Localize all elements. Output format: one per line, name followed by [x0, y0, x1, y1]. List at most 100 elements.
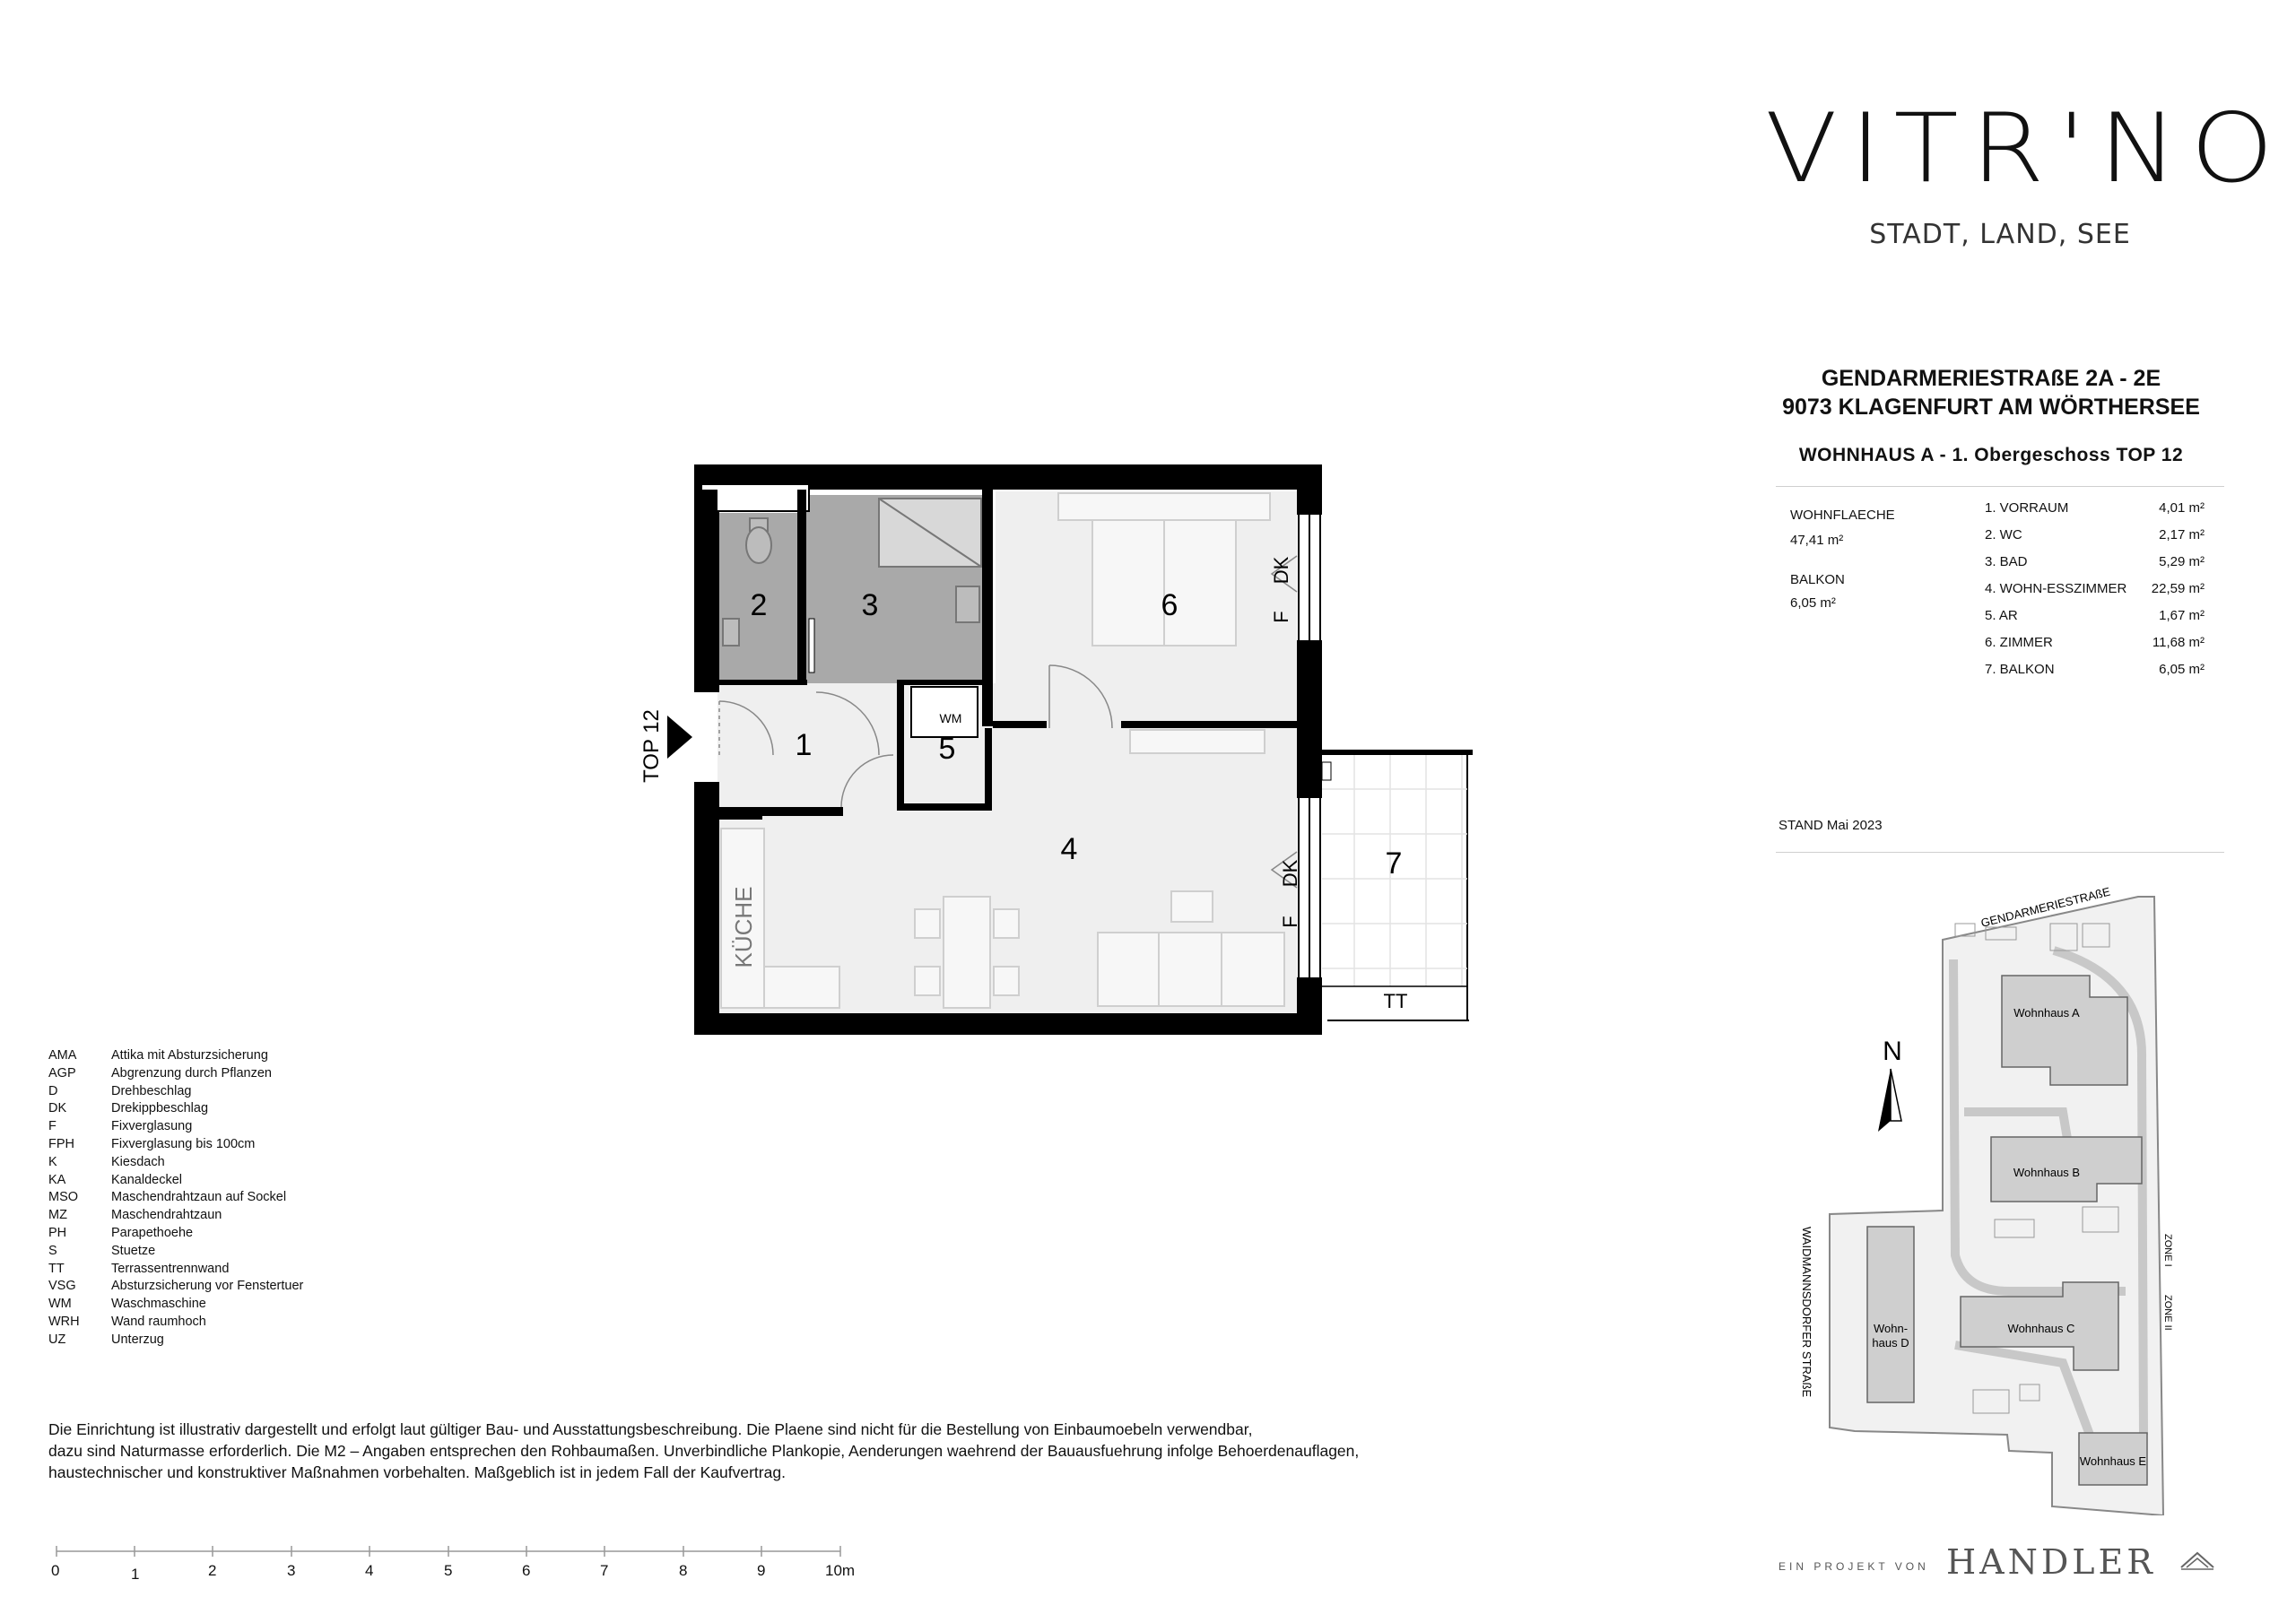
chair — [993, 908, 1020, 939]
scale-label: 8 — [679, 1562, 688, 1579]
room-name: 1. VORRAUM — [1985, 500, 2069, 516]
ar-door-swing — [840, 754, 894, 808]
chair — [914, 966, 941, 996]
house-label: haus D — [1872, 1336, 1909, 1350]
dining-table — [943, 896, 991, 1009]
room-number: 6 — [1161, 588, 1178, 622]
address-line-1: GENDARMERIESTRAßE 2A - 2E — [1821, 366, 2161, 391]
dk-label: DK — [1270, 556, 1292, 584]
room-area: 11,68 m² — [2152, 635, 2205, 650]
north-arrow-icon — [1878, 1068, 1902, 1132]
kitchen-label: KÜCHE — [730, 886, 757, 968]
room-area: 6,05 m² — [2159, 662, 2205, 677]
wall-right-2 — [1297, 640, 1322, 798]
tt-label: TT — [1384, 990, 1408, 1012]
scale-label: 5 — [444, 1562, 453, 1579]
wm-label: WM — [940, 711, 962, 725]
scale-label: 2 — [208, 1562, 217, 1579]
building-b — [1990, 1136, 2143, 1202]
scale-label: 3 — [287, 1562, 296, 1579]
room-area: 4,01 m² — [2159, 500, 2205, 516]
vitrino-logo: VITR'NO — [1765, 92, 2287, 204]
scale-label: 9 — [757, 1562, 766, 1579]
scale-label: 6 — [522, 1562, 531, 1579]
wall-right-1 — [1297, 464, 1322, 515]
toilet-bowl — [745, 526, 772, 564]
house-label: Wohnhaus E — [2080, 1454, 2147, 1468]
bath-sink — [955, 586, 980, 623]
divider — [1776, 852, 2224, 853]
room-number: 5 — [939, 732, 956, 766]
wc-sink — [722, 618, 740, 647]
dk-label: DK — [1279, 859, 1301, 887]
f-label: F — [1279, 916, 1301, 927]
address-line-2: 9073 KLAGENFURT AM WÖRTHERSEE — [1782, 395, 2200, 420]
bedroom-window — [1298, 515, 1321, 640]
room-name: 6. ZIMMER — [1985, 635, 2053, 650]
building-d — [1866, 1226, 1915, 1403]
scale-label: 0 — [51, 1562, 60, 1579]
wall-right-3 — [1297, 977, 1322, 1035]
building-e — [2078, 1432, 2148, 1486]
balkon-value: 6,05 m² — [1790, 595, 1836, 611]
house-label: Wohn- — [1874, 1322, 1908, 1335]
room-number: 7 — [1386, 846, 1403, 881]
f-label: F — [1270, 611, 1292, 622]
balkon-label: BALKON — [1790, 572, 1845, 587]
bedroom-door-swing — [1048, 664, 1113, 729]
kitchen-block — [763, 966, 840, 1009]
living-window — [1298, 798, 1321, 977]
project-by: EIN PROJEKT VON — [1779, 1560, 1929, 1573]
room-name: 3. BAD — [1985, 554, 2028, 569]
room-area: 1,67 m² — [2159, 608, 2205, 623]
stand-date: STAND Mai 2023 — [1779, 818, 1883, 833]
bed — [1057, 492, 1271, 647]
site-map: N GENDARMERIESTRAßE WAIDMANNSDORFER STRA… — [1800, 884, 2173, 1515]
room-number: 4 — [1061, 832, 1078, 866]
room-name: 7. BALKON — [1985, 662, 2055, 677]
wall-left-lower — [694, 782, 719, 1035]
house-label: Wohnhaus B — [2013, 1166, 2080, 1179]
building-a — [2001, 975, 2128, 1086]
north-label: N — [1883, 1037, 1902, 1066]
sofa — [1097, 932, 1285, 1007]
room-number: 1 — [796, 728, 813, 762]
site-outline — [1829, 896, 2165, 1515]
scale-bar — [56, 1546, 841, 1557]
bath-door-swing — [815, 691, 880, 756]
chair — [914, 908, 941, 939]
building-c — [1960, 1281, 2119, 1371]
window-tilt — [1270, 851, 1298, 889]
zone-label: ZONE I — [2162, 1234, 2173, 1267]
room-area: 5,29 m² — [2159, 554, 2205, 569]
room-name: 4. WOHN-ESSZIMMER — [1985, 581, 2127, 596]
room-number: 3 — [862, 588, 879, 622]
disclaimer: Die Einrichtung ist illustrativ dargeste… — [48, 1420, 1360, 1481]
logo-tagline: STADT, LAND, SEE — [1869, 219, 2131, 250]
handler-emblem-icon — [2180, 1551, 2214, 1570]
kitchen-counter — [720, 828, 765, 1009]
scale-label: 10m — [825, 1562, 856, 1579]
washing-machine — [910, 686, 978, 738]
street-label: WAIDMANNSDORFER STRAßE — [1800, 1227, 1813, 1398]
room-area: 2,17 m² — [2159, 527, 2205, 542]
room-name: 2. WC — [1985, 527, 2022, 542]
house-label: Wohnhaus A — [2013, 1006, 2080, 1020]
handler-logo: HANDLER — [1946, 1542, 2156, 1582]
scale-label: 4 — [365, 1562, 374, 1579]
armchair — [1170, 890, 1213, 923]
